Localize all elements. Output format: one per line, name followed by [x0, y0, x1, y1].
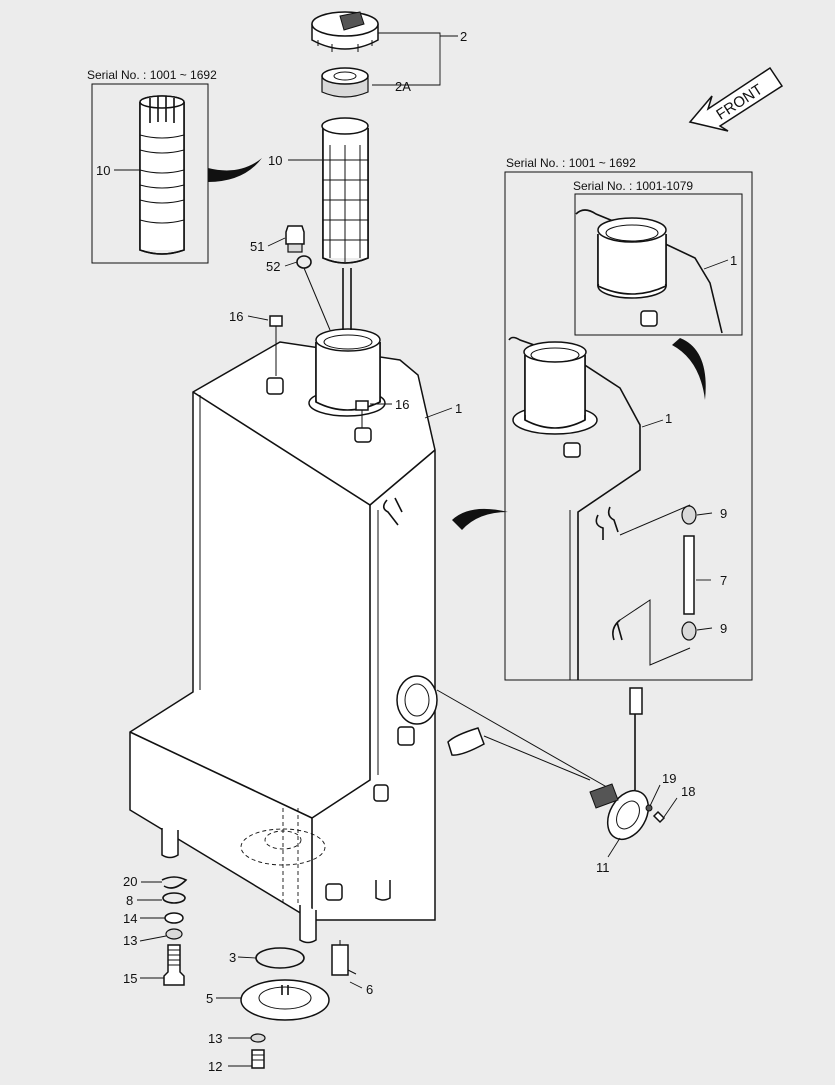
- callout-11: 11: [596, 860, 610, 875]
- callout-20: 20: [123, 874, 137, 889]
- callout-1-main: 1: [455, 401, 462, 416]
- callout-9-bottom: 9: [720, 621, 727, 636]
- cap-adapter: [321, 67, 369, 98]
- callout-10-inset: 10: [96, 163, 110, 178]
- callout-7: 7: [720, 573, 727, 588]
- inset-c-caption: Serial No. : 1001-1079: [573, 179, 693, 193]
- inset-a-strainer-variant: Serial No. : 1001 ~ 1692: [87, 68, 262, 264]
- fuel-strainer: [321, 117, 369, 330]
- callout-12: 12: [208, 1059, 222, 1074]
- inset-b-caption: Serial No. : 1001 ~ 1692: [506, 156, 636, 170]
- callout-13-bottom: 13: [208, 1031, 222, 1046]
- callout-14: 14: [123, 911, 137, 926]
- inset-a-pointer: [208, 158, 262, 182]
- bolts-16: [269, 315, 369, 428]
- callout-18: 18: [681, 784, 695, 799]
- callout-3: 3: [229, 950, 236, 965]
- callout-5: 5: [206, 991, 213, 1006]
- callout-6: 6: [366, 982, 373, 997]
- callout-8: 8: [126, 893, 133, 908]
- callout-13-left: 13: [123, 933, 137, 948]
- callout-19: 19: [662, 771, 676, 786]
- callout-2: 2: [460, 29, 467, 44]
- callout-15: 15: [123, 971, 137, 986]
- inset-b-tank-variant: Serial No. : 1001 ~ 1692: [452, 156, 753, 681]
- front-arrow: FRONT: [688, 66, 784, 132]
- fuel-level-sender: [436, 687, 666, 840]
- callout-labels: 2 2A 10 10 51 52 16 16 1 1 1 9 7 9 19 18…: [96, 29, 737, 1074]
- inset-a-caption: Serial No. : 1001 ~ 1692: [87, 68, 217, 82]
- inset-c-pointer: [672, 338, 706, 400]
- callout-9-top: 9: [720, 506, 727, 521]
- plug-and-seal: [285, 225, 331, 331]
- filler-cap: [311, 11, 379, 52]
- leader-lines: [114, 32, 729, 1067]
- callout-51: 51: [250, 239, 264, 254]
- inset-c-tank-neck-variant: Serial No. : 1001-1079: [573, 179, 743, 400]
- strainer-variant: [139, 95, 185, 255]
- callout-1-inset-c: 1: [730, 253, 737, 268]
- callout-10: 10: [268, 153, 282, 168]
- callout-1-inset-b: 1: [665, 411, 672, 426]
- inset-b-pointer: [452, 508, 508, 530]
- callout-2a: 2A: [395, 79, 411, 94]
- callout-16-left: 16: [229, 309, 243, 324]
- fuel-tank: [129, 328, 438, 944]
- callout-52: 52: [266, 259, 280, 274]
- bottom-hardware: [161, 876, 357, 1069]
- callout-16-right: 16: [395, 397, 409, 412]
